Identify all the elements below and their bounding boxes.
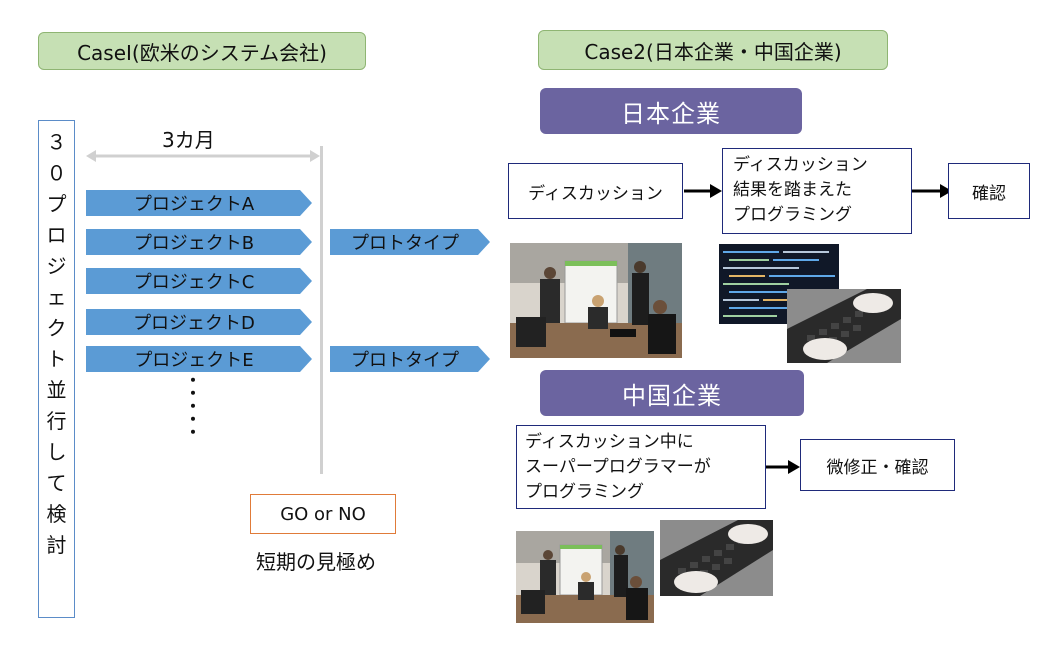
vertical-char: ク	[46, 316, 67, 340]
prototype-label: プロトタイプ	[351, 350, 459, 371]
china-step1-line: スーパープログラマーが	[525, 457, 711, 477]
project-arrow-d: プロジェクトD	[86, 309, 312, 335]
japan-step3-label: 確認	[972, 183, 1006, 204]
go-or-no-box: GO or NO	[250, 494, 396, 534]
china-step-confirm: 微修正・確認	[800, 439, 955, 491]
prototype-arrow-2: プロトタイプ	[330, 346, 490, 372]
more-projects-ellipsis: ・ ・ ・ ・ ・	[185, 371, 202, 442]
ellipsis-dot: ・	[185, 384, 202, 403]
decision-caption: 短期の見極め	[256, 550, 376, 574]
japan-step2-line: ディスカッション	[733, 155, 868, 175]
case2-label: Case2(日本企業・中国企業)	[538, 30, 888, 70]
japan-arrow-1	[684, 184, 722, 198]
project-arrow-c: プロジェクトC	[86, 268, 312, 294]
vertical-char: 検	[46, 502, 67, 526]
timeline-divider	[320, 146, 323, 474]
vertical-summary-box: ３ ０ プ ロ ジ ェ ク ト 並 行 し て 検 討	[38, 120, 75, 618]
ellipsis-dot: ・	[185, 371, 202, 390]
vertical-char: て	[46, 471, 67, 495]
meeting-photo-2	[516, 531, 654, 623]
ellipsis-dot: ・	[185, 397, 202, 416]
prototype-label: プロトタイプ	[351, 233, 459, 254]
meeting-photo-2-art	[516, 531, 654, 623]
project-arrow-e: プロジェクトE	[86, 346, 312, 372]
japan-header: 日本企業	[540, 88, 802, 134]
vertical-char: 行	[46, 409, 67, 433]
vertical-char: プ	[46, 192, 67, 216]
case1-label: CaseⅠ(欧米のシステム会社)	[38, 32, 366, 70]
vertical-char: し	[46, 440, 67, 464]
case2-label-text: Case2(日本企業・中国企業)	[584, 39, 842, 64]
japan-step1-label: ディスカッション	[528, 183, 663, 204]
japan-step2-line: 結果を踏まえた	[733, 180, 852, 200]
china-step-live-programming: ディスカッション中に スーパープログラマーが プログラミング	[516, 425, 766, 509]
japan-step2-line: プログラミング	[733, 205, 852, 225]
ellipsis-dot: ・	[185, 410, 202, 429]
vertical-char: ェ	[46, 285, 67, 309]
vertical-char: ロ	[46, 223, 67, 247]
meeting-photo-art	[510, 243, 682, 358]
project-arrow-a: プロジェクトA	[86, 190, 312, 216]
project-arrow-b: プロジェクトB	[86, 229, 312, 255]
ellipsis-dot: ・	[185, 423, 202, 442]
duration-label: 3カ月	[162, 128, 215, 152]
meeting-photo	[510, 243, 682, 358]
china-header-text: 中国企業	[622, 381, 722, 410]
case1-label-text: CaseⅠ(欧米のシステム会社)	[77, 40, 327, 65]
keyboard-typing-photo-2	[660, 520, 773, 596]
japan-arrow-2	[912, 184, 952, 198]
china-step2-label: 微修正・確認	[826, 457, 929, 478]
vertical-char: ０	[46, 161, 67, 185]
japan-step-confirm: 確認	[948, 163, 1030, 219]
japan-step-programming: ディスカッション 結果を踏まえた プログラミング	[722, 148, 912, 234]
vertical-char: ト	[46, 347, 67, 371]
keyboard-typing-art	[787, 289, 901, 363]
vertical-char: 討	[46, 533, 67, 557]
china-step1-line: ディスカッション中に	[525, 432, 694, 452]
project-label: プロジェクトD	[133, 313, 255, 334]
project-label: プロジェクトA	[133, 194, 255, 215]
vertical-char: ジ	[46, 254, 67, 278]
go-or-no-label: GO or NO	[280, 503, 366, 525]
china-header: 中国企業	[540, 370, 804, 416]
japan-step-discussion: ディスカッション	[508, 163, 683, 219]
china-step1-line: プログラミング	[525, 482, 644, 502]
vertical-char: ３	[46, 130, 67, 154]
keyboard-typing-2-art	[660, 520, 773, 596]
prototype-arrow-1: プロトタイプ	[330, 229, 490, 255]
china-arrow	[766, 460, 800, 474]
keyboard-typing-photo	[787, 289, 901, 363]
project-label: プロジェクトC	[133, 272, 255, 293]
project-label: プロジェクトB	[133, 233, 255, 254]
vertical-char: 並	[46, 378, 67, 402]
duration-double-arrow	[86, 150, 320, 162]
project-label: プロジェクトE	[134, 350, 254, 371]
japan-header-text: 日本企業	[621, 99, 721, 128]
